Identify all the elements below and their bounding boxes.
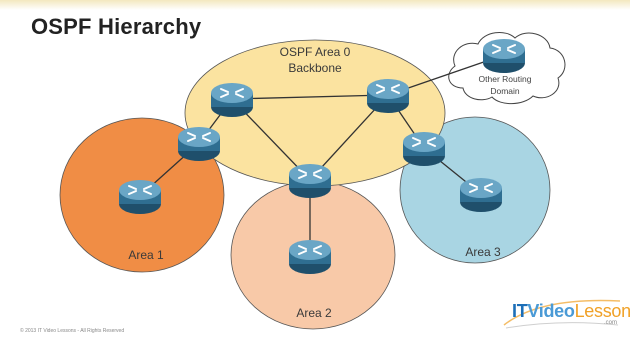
page-title: OSPF Hierarchy: [31, 14, 202, 39]
backbone-router-right-icon: [366, 78, 410, 114]
external-router-icon: [482, 38, 526, 74]
backbone-router-left-icon: [210, 82, 254, 118]
cloud-label-line1: Other Routing: [479, 74, 532, 84]
backbone-area-subtitle: Backbone: [288, 61, 342, 75]
area2-internal-router-icon: [288, 239, 332, 275]
abr-area3-router-icon: [402, 131, 446, 167]
logo-swoosh-icon: [503, 299, 621, 329]
area1-internal-router-icon: [118, 179, 162, 215]
area3-internal-router-icon: [459, 177, 503, 213]
area-3-label: Area 3: [465, 245, 501, 259]
logo-it: IT: [512, 301, 528, 321]
logo-domain: .com: [604, 320, 618, 326]
abr-area1-router-icon: [177, 126, 221, 162]
cloud-label-line2: Domain: [490, 86, 520, 96]
area-2-label: Area 2: [296, 306, 332, 320]
abr-area2-router-icon: [288, 163, 332, 199]
area-1-label: Area 1: [128, 248, 164, 262]
copyright-footer: © 2013 IT Video Lessons - All Rights Res…: [20, 328, 125, 334]
title-bar-strip: [0, 0, 630, 10]
logo-video: Video: [527, 301, 575, 321]
backbone-area-name: OSPF Area 0: [280, 45, 351, 59]
logo-lessons: Lessons: [574, 301, 630, 321]
